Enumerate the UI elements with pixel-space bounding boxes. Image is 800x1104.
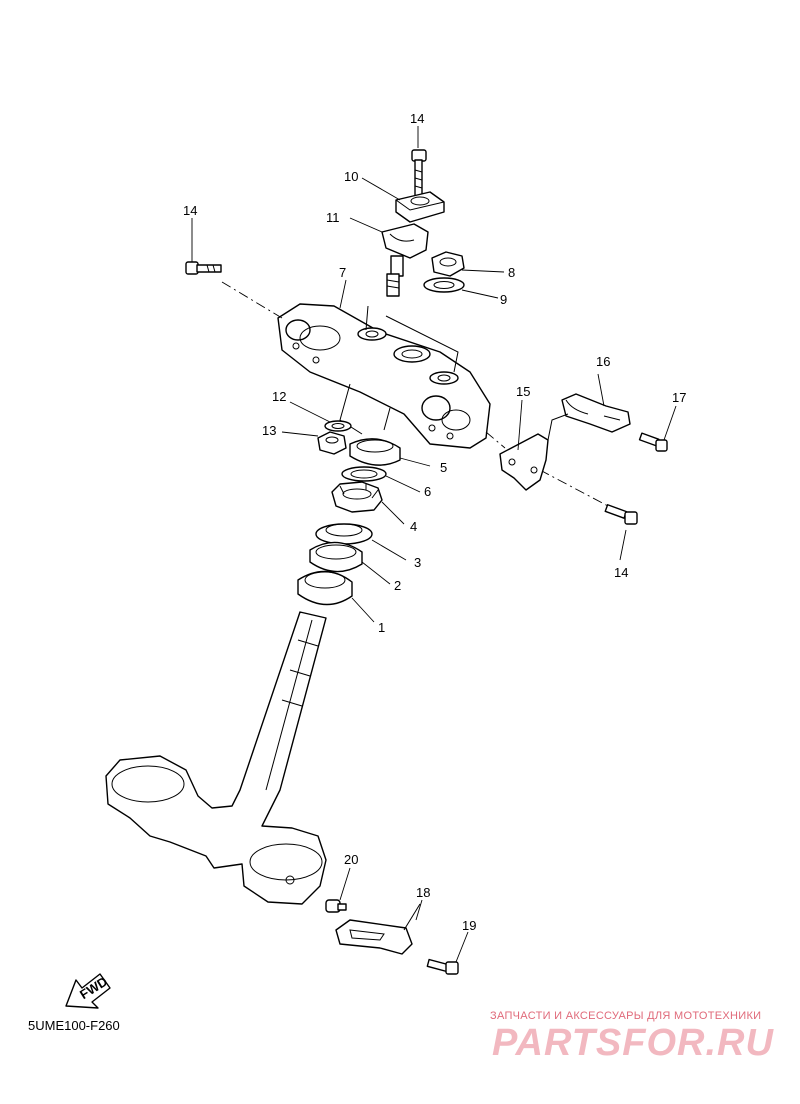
callout-13: 13 bbox=[262, 423, 276, 438]
part-14-right-bolt bbox=[604, 504, 638, 525]
part-17-bolt bbox=[638, 432, 668, 452]
callout-16: 16 bbox=[596, 354, 610, 369]
part-1-bearing bbox=[297, 570, 353, 606]
part-20-bolt bbox=[325, 899, 347, 913]
fwd-arrow-icon: FWD bbox=[65, 973, 111, 1009]
watermark-logo: PARTSFOR.RU bbox=[492, 1022, 774, 1064]
steering-stem-under-bracket bbox=[105, 611, 327, 905]
callout-12: 12 bbox=[272, 389, 286, 404]
part-13-nut bbox=[317, 431, 347, 455]
part-16-clamp bbox=[561, 393, 631, 433]
part-8-nut bbox=[431, 251, 465, 277]
part-15-bracket bbox=[499, 413, 569, 491]
part-4-ring-nut bbox=[331, 481, 383, 513]
callout-6: 6 bbox=[424, 484, 431, 499]
part-14-left-bolt bbox=[185, 261, 222, 275]
part-14-top-bolt bbox=[411, 149, 427, 197]
diagram-code: 5UME100-F260 bbox=[28, 1018, 120, 1033]
callout-17: 17 bbox=[672, 390, 686, 405]
part-11-handlebar-holder bbox=[381, 223, 429, 297]
part-2-bearing bbox=[309, 541, 363, 573]
callout-11: 11 bbox=[326, 210, 340, 225]
callout-4: 4 bbox=[410, 519, 417, 534]
part-10-handlebar-clamp bbox=[395, 191, 445, 223]
part-18-bracket bbox=[335, 903, 421, 955]
callout-2: 2 bbox=[394, 578, 401, 593]
callout-19: 19 bbox=[462, 918, 476, 933]
part-6-washer bbox=[341, 466, 387, 482]
callout-15: 15 bbox=[516, 384, 530, 399]
callout-5: 5 bbox=[440, 460, 447, 475]
part-9-washer bbox=[423, 277, 465, 293]
part-7-upper-bracket bbox=[277, 303, 491, 449]
callout-8: 8 bbox=[508, 265, 515, 280]
part-19-bolt bbox=[426, 958, 459, 975]
part-12-washer bbox=[324, 420, 352, 432]
part-3-seal bbox=[315, 523, 373, 545]
callout-14a: 14 bbox=[410, 111, 424, 126]
callout-7: 7 bbox=[339, 265, 346, 280]
callout-1: 1 bbox=[378, 620, 385, 635]
watermark-tagline: ЗАПЧАСТИ И АКСЕССУАРЫ ДЛЯ МОТОТЕХНИКИ bbox=[490, 1010, 762, 1022]
callout-3: 3 bbox=[414, 555, 421, 570]
callout-14b: 14 bbox=[183, 203, 197, 218]
callout-20: 20 bbox=[344, 852, 358, 867]
leader-lines bbox=[191, 126, 677, 963]
part-5-cover bbox=[349, 438, 401, 466]
callout-14c: 14 bbox=[614, 565, 628, 580]
callout-9: 9 bbox=[500, 292, 507, 307]
callout-numbers: 14 10 11 14 7 8 9 16 15 17 12 13 5 6 4 1… bbox=[183, 111, 686, 933]
callout-10: 10 bbox=[344, 169, 358, 184]
callout-18: 18 bbox=[416, 885, 430, 900]
alignment-lines bbox=[221, 281, 609, 507]
